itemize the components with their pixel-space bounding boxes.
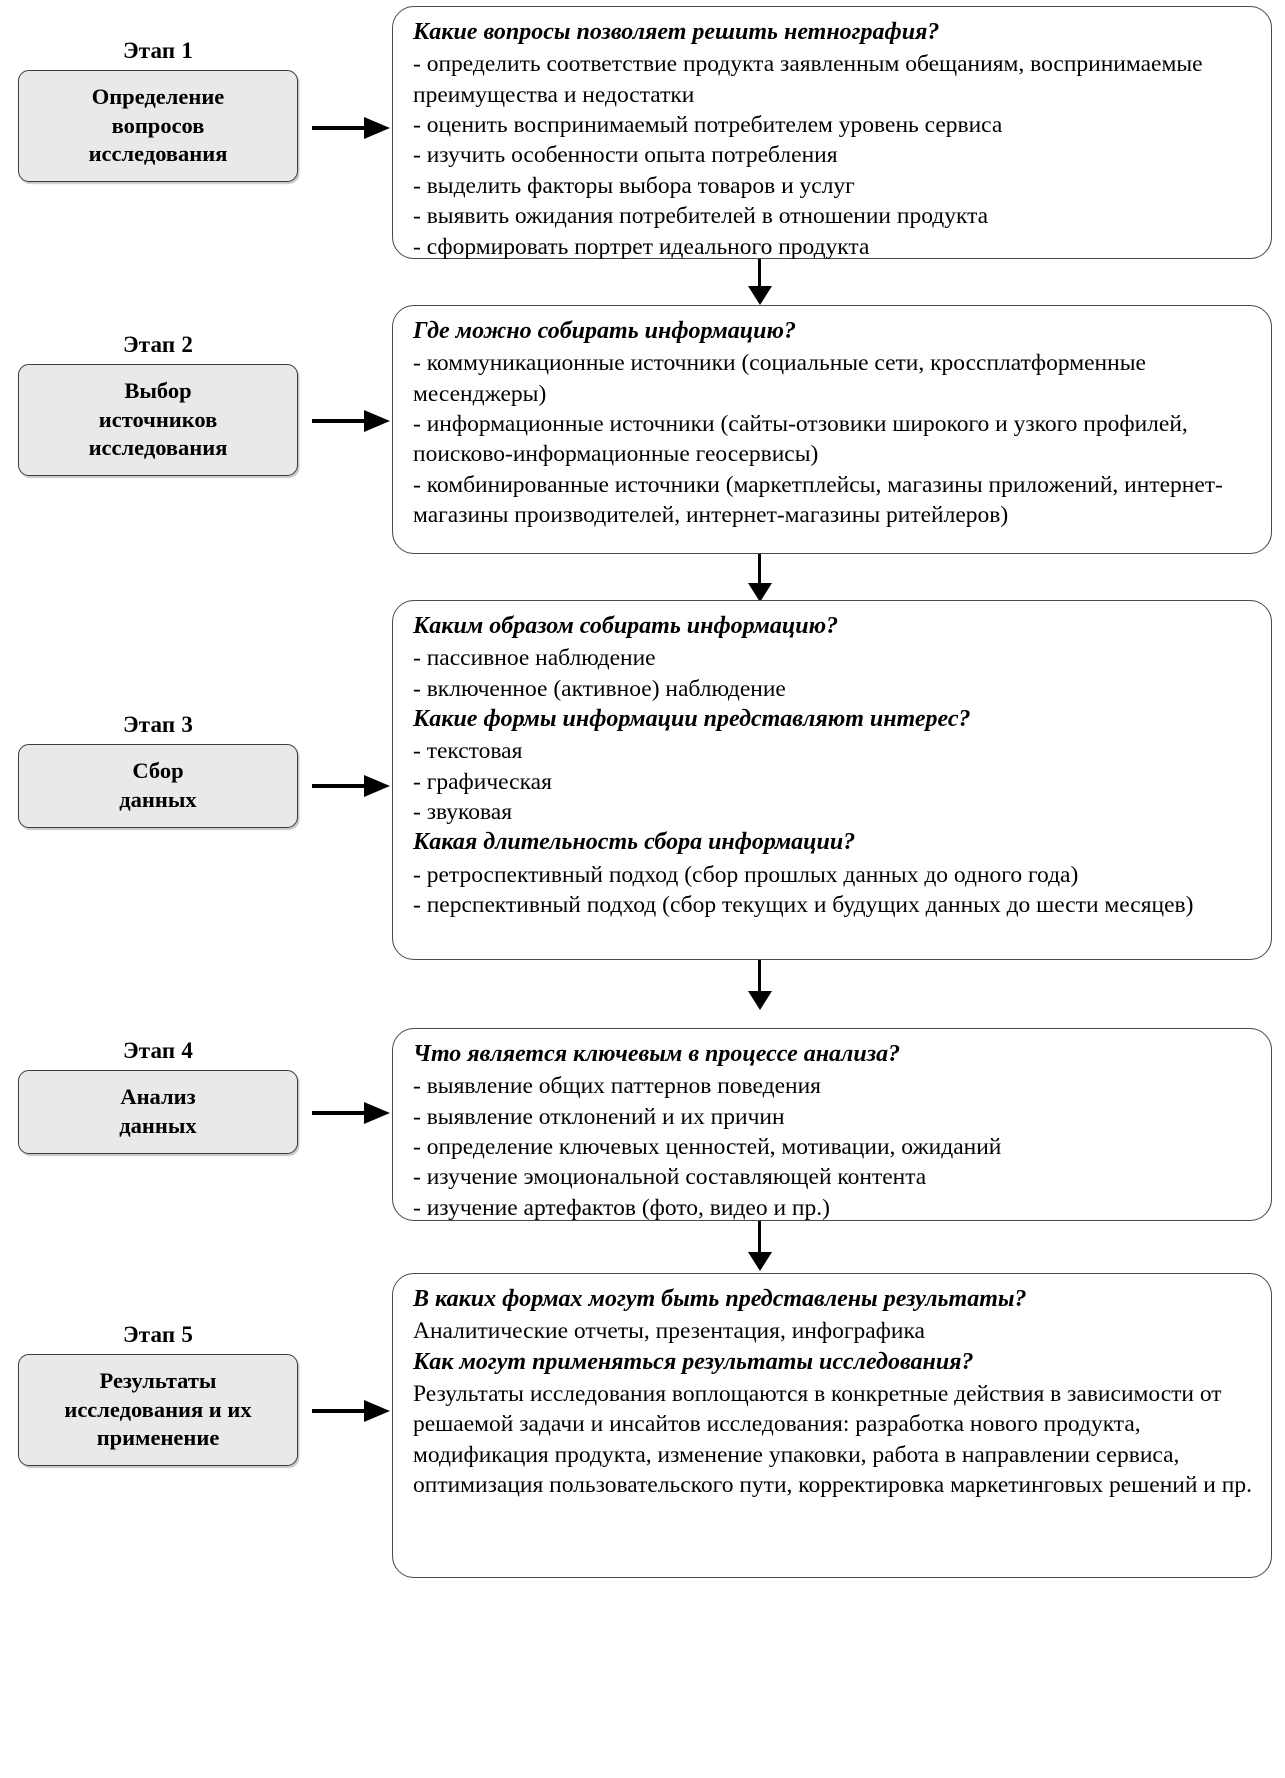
- content-3-item-3: - текстовая: [413, 738, 523, 765]
- connector-arrow-3-to-4: [748, 960, 772, 1012]
- connector-arrow-4-to-5: [748, 1221, 772, 1273]
- content-box-1: Какие вопросы позволяет решить нетнограф…: [392, 6, 1272, 260]
- content-3-question-2: Какие формы информации представляют инте…: [413, 706, 971, 733]
- content-5-question-2: Как могут применяться результаты исследо…: [413, 1348, 974, 1375]
- connector-head: [748, 286, 772, 305]
- content-2-item-3: - комбинированные источники (маркетплейс…: [413, 471, 1223, 529]
- arrow-head: [364, 1400, 390, 1422]
- stage-left-5: Этап 5 Результаты исследования и их прим…: [18, 1322, 298, 1467]
- stage-box-2-line-2: источников: [98, 406, 218, 432]
- content-3-item-6: - ретроспективный подход (сбор прошлых д…: [413, 861, 1079, 888]
- stage-box-3-line-2: данных: [119, 786, 197, 812]
- content-3-item-7: - перспективный подход (сбор текущих и б…: [413, 892, 1194, 919]
- connector-shaft: [758, 960, 762, 994]
- connector-shaft: [758, 259, 762, 289]
- arrow-stage-1-to-content: [312, 117, 390, 139]
- content-2-item-1: - коммуникационные источники (социальные…: [413, 350, 1152, 407]
- content-1-item-2: - оценить воспринимаемый потребителем ур…: [413, 112, 1003, 139]
- content-5-para-2: Результаты исследования воплощаются в ко…: [413, 1380, 1252, 1499]
- content-2-item-2: - информационные источники (сайты-отзови…: [413, 411, 1194, 468]
- arrow-stage-2-to-content: [312, 410, 390, 432]
- content-box-5: В каких формах могут быть представлены р…: [392, 1273, 1272, 1578]
- connector-head: [748, 583, 772, 602]
- content-4-item-4: - изучение эмоциональной составляющей ко…: [413, 1164, 927, 1191]
- content-3-question-3: Какая длительность сбора информации?: [413, 829, 856, 856]
- connector-head: [748, 1252, 772, 1271]
- stage-box-5-line-2: исследования и их: [64, 1396, 252, 1422]
- content-1-item-1: - определить соответствие продукта заявл…: [413, 51, 1209, 108]
- stage-box-2-line-1: Выбор: [124, 378, 192, 404]
- content-1-question-1: Какие вопросы позволяет решить нетнограф…: [413, 19, 940, 45]
- stage-box-5-line-3: применение: [96, 1425, 220, 1451]
- content-3-item-5: - звуковая: [413, 799, 513, 826]
- stage-caption-1: Этап 1: [122, 38, 194, 63]
- content-4-item-3: - определение ключевых ценностей, мотива…: [413, 1134, 1002, 1161]
- content-box-2: Где можно собирать информацию? - коммуни…: [392, 305, 1272, 554]
- arrow-head: [364, 775, 390, 797]
- stage-box-4[interactable]: Анализ данных: [18, 1070, 298, 1155]
- arrow-shaft: [312, 1409, 370, 1413]
- arrow-stage-4-to-content: [312, 1102, 390, 1124]
- arrow-shaft: [312, 126, 370, 130]
- content-2-question-1: Где можно собирать информацию?: [413, 318, 796, 344]
- stage-box-4-line-2: данных: [119, 1112, 197, 1138]
- content-1-item-5: - выявить ожидания потребителей в отноше…: [413, 203, 989, 230]
- content-box-3: Каким образом собирать информацию? - пас…: [392, 600, 1272, 960]
- arrow-stage-5-to-content: [312, 1400, 390, 1422]
- stage-box-1-line-3: исследования: [88, 141, 228, 167]
- arrow-shaft: [312, 1111, 370, 1115]
- arrow-stage-3-to-content: [312, 775, 390, 797]
- content-5-question-1: В каких формах могут быть представлены р…: [413, 1286, 1027, 1312]
- stage-box-2-line-3: исследования: [88, 435, 228, 461]
- content-4-item-1: - выявление общих паттернов поведения: [413, 1073, 821, 1100]
- stage-caption-4: Этап 4: [122, 1038, 194, 1063]
- stage-box-5[interactable]: Результаты исследования и их применение: [18, 1354, 298, 1467]
- stage-box-5-line-1: Результаты: [99, 1368, 217, 1394]
- content-box-4: Что является ключевым в процессе анализа…: [392, 1028, 1272, 1221]
- content-4-question-1: Что является ключевым в процессе анализа…: [413, 1041, 901, 1067]
- connector-arrow-2-to-3: [748, 554, 772, 604]
- stage-box-1-line-1: Определение: [91, 84, 225, 110]
- content-1-item-3: - изучить особенности опыта потребления: [413, 142, 838, 169]
- content-4-item-2: - выявление отклонений и их причин: [413, 1103, 785, 1130]
- stage-caption-2: Этап 2: [122, 332, 194, 357]
- arrow-shaft: [312, 784, 370, 788]
- stage-box-1-line-2: вопросов: [111, 112, 205, 138]
- connector-arrow-1-to-2: [748, 259, 772, 305]
- arrow-head: [364, 117, 390, 139]
- stage-box-4-line-1: Анализ: [120, 1084, 196, 1110]
- arrow-shaft: [312, 419, 370, 423]
- content-3-question-1: Каким образом собирать информацию?: [413, 613, 839, 639]
- content-4-item-5: - изучение артефактов (фото, видео и пр.…: [413, 1194, 830, 1221]
- content-3-item-4: - графическая: [413, 768, 552, 795]
- content-3-item-2: - включенное (активное) наблюдение: [413, 675, 786, 702]
- stage-left-2: Этап 2 Выбор источников исследования: [18, 332, 298, 477]
- stage-box-1[interactable]: Определение вопросов исследования: [18, 70, 298, 183]
- stage-left-1: Этап 1 Определение вопросов исследования: [18, 38, 298, 183]
- stage-box-3-line-1: Сбор: [132, 758, 184, 784]
- connector-head: [748, 991, 772, 1010]
- stage-caption-5: Этап 5: [122, 1322, 194, 1347]
- stage-box-2[interactable]: Выбор источников исследования: [18, 364, 298, 477]
- connector-shaft: [758, 1221, 762, 1255]
- content-1-item-4: - выделить факторы выбора товаров и услу…: [413, 172, 855, 199]
- arrow-head: [364, 1102, 390, 1124]
- content-3-item-1: - пассивное наблюдение: [413, 645, 656, 672]
- connector-shaft: [758, 554, 762, 586]
- arrow-head: [364, 410, 390, 432]
- stage-box-3[interactable]: Сбор данных: [18, 744, 298, 829]
- content-5-para-1: Аналитические отчеты, презентация, инфог…: [413, 1318, 925, 1345]
- stage-left-4: Этап 4 Анализ данных: [18, 1038, 298, 1155]
- stage-caption-3: Этап 3: [122, 712, 194, 737]
- content-1-item-6: - сформировать портрет идеального продук…: [413, 233, 870, 260]
- stage-left-3: Этап 3 Сбор данных: [18, 712, 298, 829]
